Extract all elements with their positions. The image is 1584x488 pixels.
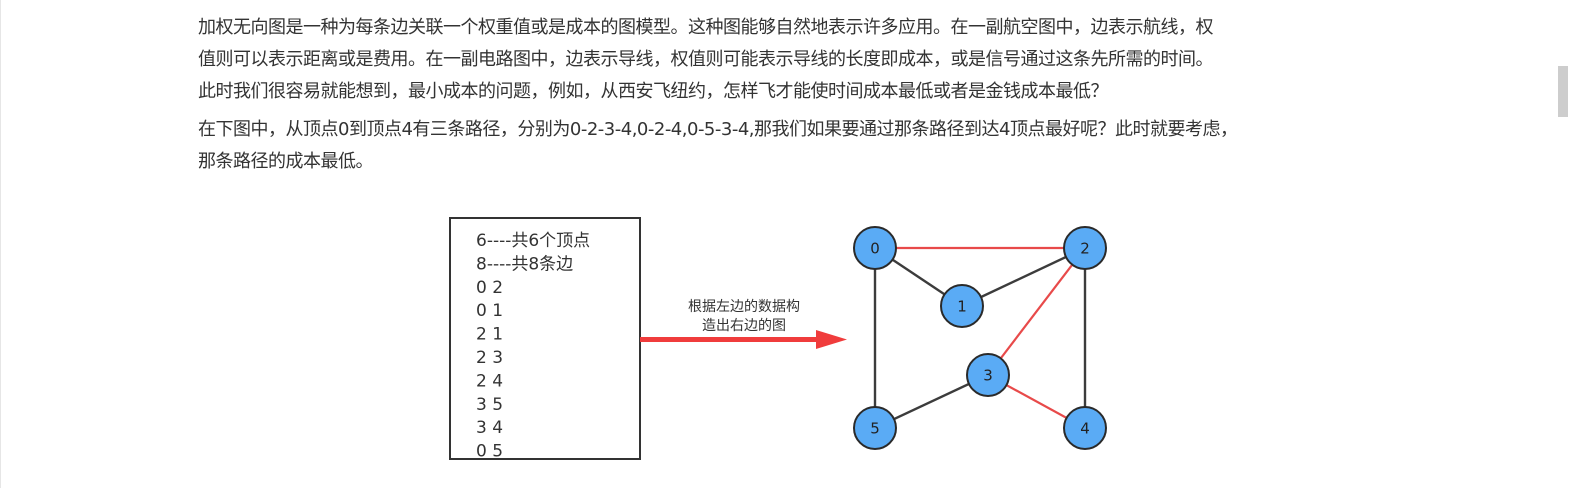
graph-node-4: 4 bbox=[1063, 406, 1107, 450]
graph-nodes: 0 1 2 3 4 5 bbox=[853, 226, 1107, 450]
graph-node-1: 1 bbox=[940, 284, 984, 328]
graph-node-2: 2 bbox=[1063, 226, 1107, 270]
input-data-line: 2 3 bbox=[476, 348, 503, 368]
graph-node-circle bbox=[966, 353, 1010, 397]
input-data-lines: 6----共6个顶点 8----共8条边 0 2 0 1 2 1 2 3 2 4 3 5 3 4… bbox=[476, 231, 590, 462]
input-data-line: 3 4 bbox=[476, 418, 503, 438]
page-left-border bbox=[0, 0, 1, 488]
graph-edge-1-2 bbox=[961, 246, 1086, 308]
article-body: 加权无向图是一种为每条边关联一个权重值或是成本的图模型。这种图能够自然地表示许多… bbox=[198, 12, 1368, 178]
graph-node-circle bbox=[1063, 226, 1107, 270]
arrow-shaft bbox=[640, 337, 818, 342]
paragraph-line: 此时我们很容易就能想到，最小成本的问题，例如，从西安飞纽约，怎样飞才能使时间成本… bbox=[198, 81, 1109, 102]
input-data-box bbox=[449, 217, 641, 460]
graph-edge-2-3 bbox=[987, 247, 1086, 376]
graph-node-label: 5 bbox=[870, 420, 880, 438]
graph-node-circle bbox=[853, 226, 897, 270]
graph-node-label: 1 bbox=[957, 298, 967, 316]
paragraph-line: 加权无向图是一种为每条边关联一个权重值或是成本的图模型。这种图能够自然地表示许多… bbox=[198, 17, 1214, 38]
graph-node-circle bbox=[1063, 406, 1107, 450]
paragraph-path-example: 在下图中，从顶点0到顶点4有三条路径，分别为0-2-3-4,0-2-4,0-5-… bbox=[198, 114, 1368, 178]
input-data-line: 8----共8条边 bbox=[476, 254, 573, 274]
graph-node-3: 3 bbox=[966, 353, 1010, 397]
input-data-line: 0 1 bbox=[476, 301, 503, 321]
graph-node-label: 4 bbox=[1080, 420, 1090, 438]
input-data-line: 2 4 bbox=[476, 371, 503, 391]
graph-figure-svg: 6----共6个顶点 8----共8条边 0 2 0 1 2 1 2 3 2 4 3 5 3 4… bbox=[449, 217, 1107, 462]
arrow-caption-line: 造出右边的图 bbox=[702, 318, 786, 334]
graph-edges bbox=[873, 246, 1087, 430]
input-data-line: 3 5 bbox=[476, 395, 503, 415]
input-data-line: 6----共6个顶点 bbox=[476, 231, 590, 251]
graph-node-circle bbox=[940, 284, 984, 328]
paragraph-line: 值则可以表示距离或是费用。在一副电路图中，边表示导线，权值则可能表示导线的长度即… bbox=[198, 49, 1214, 70]
graph-node-5: 5 bbox=[853, 406, 897, 450]
input-data-line: 2 1 bbox=[476, 325, 503, 345]
graph-node-circle bbox=[853, 406, 897, 450]
input-data-line: 0 2 bbox=[476, 278, 503, 298]
paragraph-weighted-graph-intro: 加权无向图是一种为每条边关联一个权重值或是成本的图模型。这种图能够自然地表示许多… bbox=[198, 12, 1368, 108]
graph-node-label: 3 bbox=[983, 367, 993, 385]
scrollbar-thumb[interactable] bbox=[1558, 66, 1568, 117]
arrow-caption-line: 根据左边的数据构 bbox=[688, 299, 800, 315]
arrow-head-icon bbox=[816, 330, 847, 349]
paragraph-line: 那条路径的成本最低。 bbox=[198, 151, 374, 172]
input-data-line: 0 5 bbox=[476, 442, 503, 462]
graph-figure: 6----共6个顶点 8----共8条边 0 2 0 1 2 1 2 3 2 4 3 5 3 4… bbox=[440, 210, 1130, 470]
paragraph-line: 在下图中，从顶点0到顶点4有三条路径，分别为0-2-3-4,0-2-4,0-5-… bbox=[198, 119, 1238, 140]
graph-node-label: 2 bbox=[1080, 240, 1090, 258]
graph-node-0: 0 bbox=[853, 226, 897, 270]
graph-node-label: 0 bbox=[870, 240, 880, 258]
